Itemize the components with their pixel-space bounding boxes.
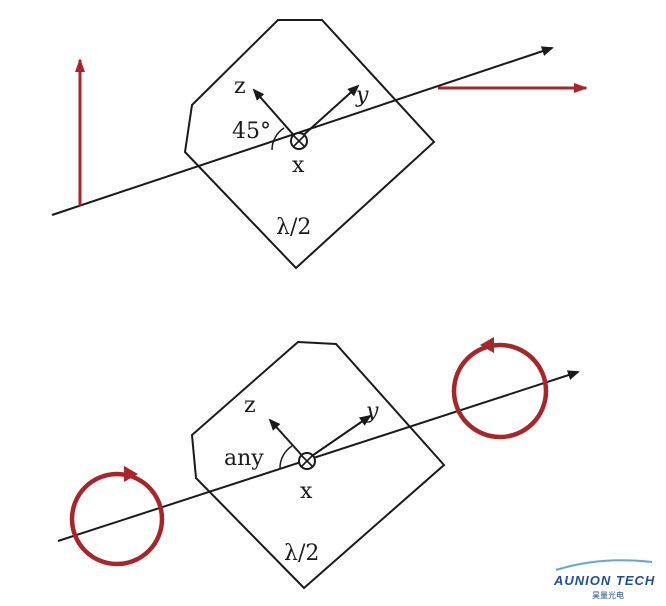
bottom-panel: z y x any λ/2 (57, 337, 580, 590)
top-z-axis-arrow (252, 88, 299, 141)
bottom-angle-label: any (224, 446, 264, 471)
bottom-z-label: z (244, 393, 256, 418)
top-x-axis-symbol (290, 132, 308, 150)
bottom-y-axis-arrow (305, 414, 372, 461)
brand-logo: AUNION TECH 昊量光电 (553, 559, 655, 600)
bottom-x-axis-symbol (298, 452, 316, 470)
top-z-label: z (234, 74, 246, 99)
bottom-beam-line (57, 370, 580, 542)
bottom-wave-plate (190, 340, 446, 590)
logo-swoosh-icon (555, 559, 653, 571)
logo-subtitle: 昊量光电 (592, 590, 624, 600)
logo-name: AUNION TECH (553, 573, 655, 588)
top-angle-arc (271, 127, 285, 151)
top-panel: z y x 45° λ/2 (51, 19, 588, 270)
bottom-x-label: x (300, 479, 313, 504)
top-beam-line (51, 46, 554, 216)
bottom-output-circular-polarization (451, 337, 549, 440)
bottom-y-label: y (365, 399, 379, 424)
top-x-label: x (292, 153, 305, 178)
bottom-angle-arc (279, 445, 293, 469)
top-wave-plate (183, 19, 436, 270)
top-angle-label: 45° (232, 119, 271, 144)
top-y-label: y (355, 83, 369, 108)
bottom-z-axis-arrow (268, 418, 307, 461)
top-y-axis-arrow (297, 84, 360, 141)
top-plate-label: λ/2 (276, 215, 311, 240)
bottom-plate-label: λ/2 (284, 541, 319, 566)
bottom-input-circular-polarization (69, 466, 165, 567)
